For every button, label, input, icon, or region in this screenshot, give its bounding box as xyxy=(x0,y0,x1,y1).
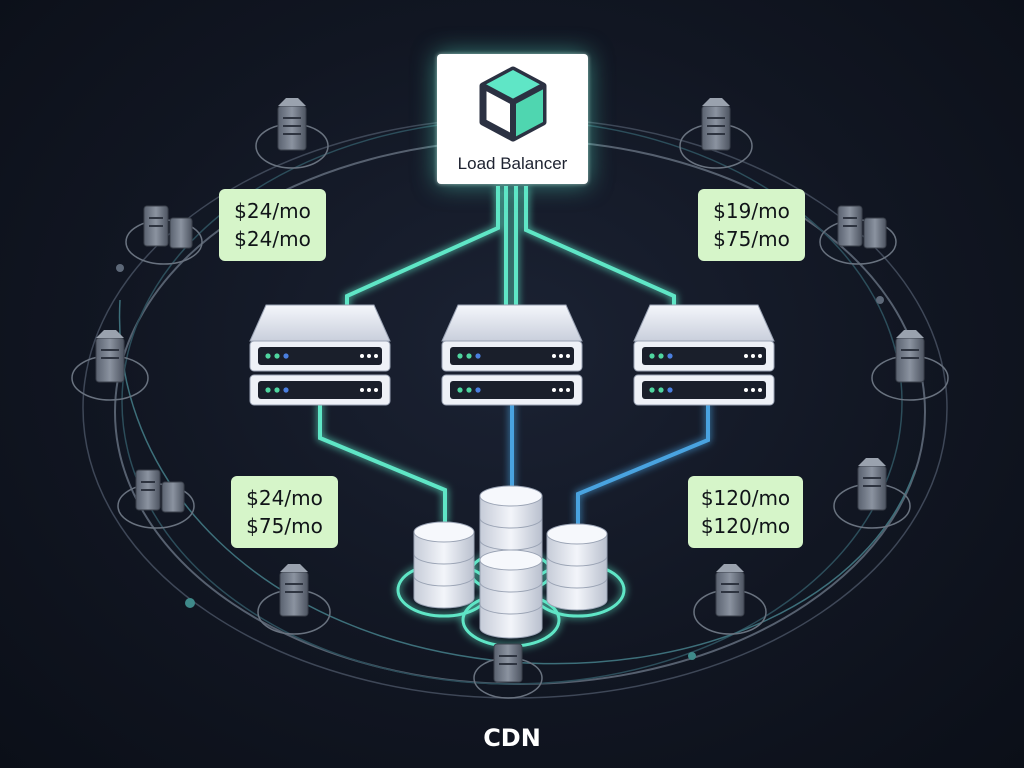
ring-dot xyxy=(688,652,696,660)
price-card: $19/mo $75/mo xyxy=(698,189,805,261)
app-server-right xyxy=(633,304,775,406)
database-icon xyxy=(479,549,543,639)
cube-logo-icon xyxy=(479,66,547,142)
app-server-center xyxy=(441,304,583,406)
database-icon xyxy=(413,521,475,609)
load-balancer-label: Load Balancer xyxy=(457,154,568,173)
edge-server-icon xyxy=(117,469,195,529)
edge-nodes xyxy=(71,98,949,699)
edge-server-icon xyxy=(473,643,543,699)
price-value: $24/mo xyxy=(246,486,323,510)
edge-server-icon xyxy=(255,98,329,169)
connector-lb-to-server-left xyxy=(345,186,500,312)
price-value: $75/mo xyxy=(713,227,790,251)
price-card: $24/mo $75/mo xyxy=(231,476,338,548)
app-server-left xyxy=(249,304,391,406)
ring-dot xyxy=(876,296,884,304)
price-card: $120/mo $120/mo xyxy=(688,476,803,548)
edge-server-icon xyxy=(679,98,753,169)
connector-lb-to-server-right xyxy=(524,186,676,312)
connector-server-left-to-db xyxy=(318,402,447,524)
load-balancer-node: Load Balancer xyxy=(437,54,588,184)
edge-server-icon xyxy=(693,564,767,635)
price-value: $19/mo xyxy=(713,199,790,223)
price-value: $24/mo xyxy=(234,199,311,223)
edge-server-icon xyxy=(125,205,203,265)
edge-server-icon xyxy=(833,458,911,529)
connectors xyxy=(318,186,710,526)
price-value: $24/mo xyxy=(234,227,311,251)
price-value: $75/mo xyxy=(246,514,323,538)
edge-server-icon xyxy=(71,330,149,401)
edge-server-icon xyxy=(819,205,897,265)
edge-server-icon xyxy=(871,330,949,401)
edge-server-icon xyxy=(257,564,331,635)
price-value: $120/mo xyxy=(700,486,791,510)
ring-dot xyxy=(185,598,195,608)
cdn-label: CDN xyxy=(483,724,541,752)
ring-dot xyxy=(116,264,124,272)
database-icon xyxy=(546,523,608,611)
connector-server-right-to-db xyxy=(576,402,710,526)
price-card: $24/mo $24/mo xyxy=(219,189,326,261)
price-value: $120/mo xyxy=(700,514,791,538)
database-cluster xyxy=(396,485,626,648)
